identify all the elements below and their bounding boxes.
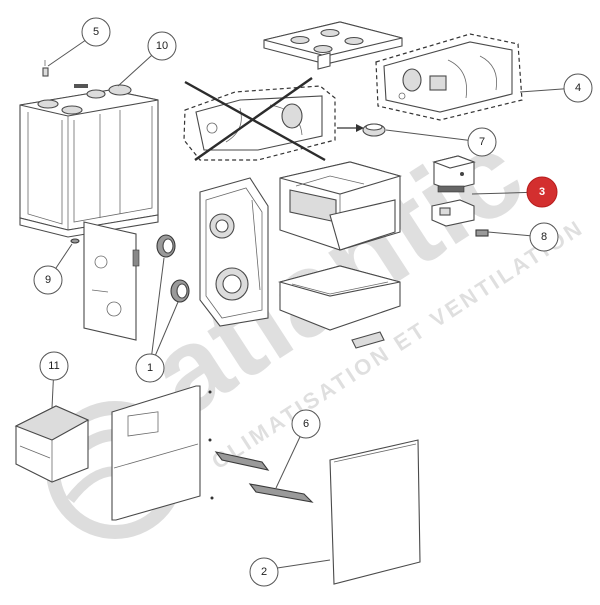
- callout-label-7: 7: [479, 136, 485, 148]
- part-front-door: [329, 439, 421, 585]
- callout-label-10: 10: [156, 40, 168, 52]
- part-obsolete-assembly: [183, 77, 364, 162]
- callout-3-highlighted: 3: [526, 176, 558, 208]
- part-drain-tray: [277, 265, 401, 349]
- part-control-panel: [83, 221, 140, 341]
- callout-label-1: 1: [147, 362, 153, 374]
- callout-1: 1: [135, 353, 165, 383]
- part-screw: [70, 238, 80, 244]
- callout-label-6: 6: [303, 418, 309, 430]
- part-sensor: [42, 60, 49, 77]
- part-ring: [362, 123, 386, 137]
- callout-11: 11: [39, 351, 69, 381]
- callout-label-9: 9: [45, 274, 51, 286]
- callout-label-11: 11: [48, 360, 59, 372]
- part-filter: [14, 405, 90, 483]
- part-top-plate: [263, 21, 403, 70]
- callout-9: 9: [33, 265, 63, 295]
- part-heat-exchanger-housing: [375, 33, 523, 121]
- part-filter-strips: [214, 451, 314, 503]
- callout-5: 5: [81, 17, 111, 47]
- callout-2: 2: [249, 557, 279, 587]
- part-bracket: [431, 199, 489, 237]
- callout-4: 4: [563, 73, 593, 103]
- part-casing: [19, 84, 159, 238]
- callout-7: 7: [467, 127, 497, 157]
- callout-label-2: 2: [261, 566, 267, 578]
- part-electronic-module: [432, 155, 476, 193]
- callout-10: 10: [147, 31, 177, 61]
- callout-8: 8: [529, 222, 559, 252]
- part-central-frame: [199, 177, 269, 327]
- callout-label-8: 8: [541, 231, 547, 243]
- callout-label-5: 5: [93, 26, 99, 38]
- callout-label-4: 4: [575, 82, 581, 94]
- part-front-frame: [111, 385, 214, 521]
- callout-6: 6: [291, 409, 321, 439]
- part-inner-tray: [279, 161, 402, 251]
- callout-label-3: 3: [539, 186, 545, 198]
- part-fan-rings: [156, 234, 190, 303]
